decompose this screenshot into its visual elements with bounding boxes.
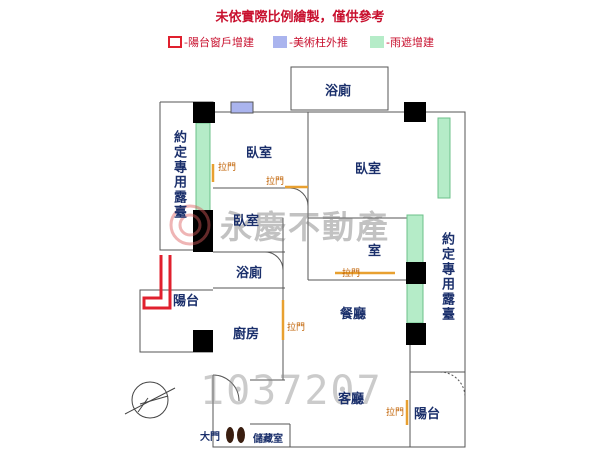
window-extension [142, 255, 172, 310]
room-balcony-left: 陽台 [173, 294, 200, 309]
door-swing [264, 251, 284, 271]
door-label: 拉門 [266, 177, 285, 187]
room-bath-top: 浴廁 [325, 84, 352, 99]
door-swing [212, 374, 240, 402]
canopy-right-top [437, 117, 451, 199]
legend-label: -美術柱外推 [289, 36, 348, 49]
door-swing [439, 371, 466, 398]
legend-item-canopy: -雨遮增建 [370, 34, 434, 50]
room-dining: 餐廳 [340, 307, 367, 322]
room-kitchen: 廚房 [233, 327, 260, 342]
canopy-right-mid [406, 214, 424, 264]
pillar-extension [230, 101, 254, 114]
legend-swatch-blue [273, 36, 287, 48]
shoes-icon [226, 427, 245, 443]
canopy-left [195, 122, 211, 214]
canopy-right-low [406, 282, 424, 324]
room-bedroom-2: 臥室 [233, 214, 260, 229]
door-label: 拉門 [342, 269, 361, 279]
pillar [406, 323, 426, 345]
legend-swatch-green [370, 36, 384, 48]
entrance-label: 大門 [200, 432, 220, 443]
legend-item-window-extension: -陽台窗戶增建 [168, 34, 254, 50]
pillar [193, 210, 213, 252]
page-title: 未依實際比例繪製，僅供參考 [215, 10, 385, 25]
pillar [406, 262, 426, 284]
door-label: 拉門 [287, 323, 306, 333]
room-bath-mid: 浴廁 [236, 266, 263, 281]
room-bedroom-1: 臥室 [246, 146, 273, 161]
watermark-code: 1037207 [200, 368, 383, 414]
wall-terrace-left [159, 102, 198, 251]
room-mid: 室 [368, 244, 382, 259]
room-terrace-right: 約定專用露臺 [439, 232, 454, 322]
pillar [193, 102, 215, 123]
door-label: 拉門 [386, 408, 405, 418]
room-terrace-left: 約定專用露臺 [171, 130, 186, 220]
room-balcony-right: 陽台 [414, 407, 441, 422]
compass-icon [124, 381, 176, 419]
legend-label: -陽台窗戶增建 [184, 36, 254, 49]
door-label: 拉門 [218, 163, 237, 173]
pillar [193, 330, 213, 352]
wall-balcony-left [139, 289, 213, 353]
room-living: 客廳 [338, 392, 365, 407]
room-storage: 儲藏室 [253, 434, 283, 445]
pillar [404, 102, 426, 122]
watermark-brand: 永慶不動產 [220, 208, 391, 246]
legend-swatch-red [168, 36, 182, 48]
room-bedroom-master: 臥室 [355, 162, 382, 177]
legend-item-pillar: -美術柱外推 [273, 34, 348, 50]
watermark-logo-icon [169, 204, 211, 246]
legend-label: -雨遮增建 [386, 36, 434, 49]
